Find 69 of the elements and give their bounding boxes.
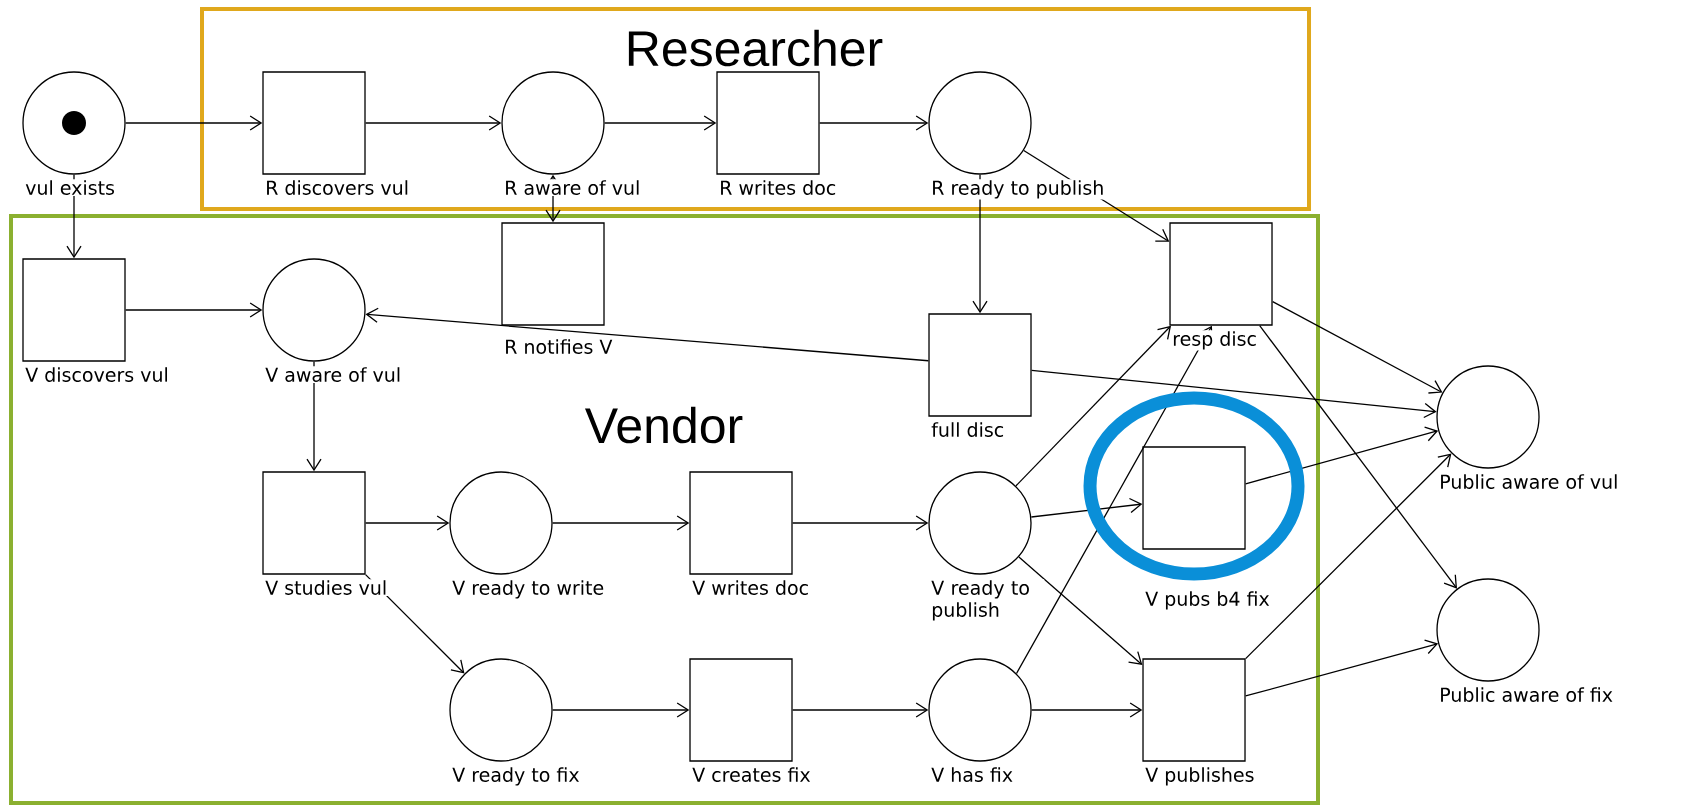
node-label: V creates fix — [691, 766, 812, 783]
transition-box — [1142, 658, 1246, 762]
node-label: V ready to publish — [930, 579, 1045, 622]
node-label: V studies vul — [264, 579, 389, 596]
transition-box — [689, 471, 793, 575]
transition-box — [262, 471, 366, 575]
arrow — [1015, 325, 1172, 487]
lane-title: Vendor — [585, 406, 743, 444]
node-label: V ready to fix — [451, 766, 581, 787]
node-label: V writes doc — [691, 579, 811, 596]
node-label: Public aware of vul — [1438, 473, 1620, 490]
node-label: V aware of vul — [264, 366, 403, 383]
lane-frame — [9, 214, 1320, 805]
arrow — [1031, 702, 1143, 718]
transition-box — [716, 71, 820, 175]
arrow — [1030, 497, 1143, 518]
place-circle — [1436, 365, 1540, 469]
arrow — [365, 307, 929, 362]
transition-box — [262, 71, 366, 175]
node-label: V pubs b4 fix — [1144, 590, 1271, 611]
arrow — [972, 174, 988, 314]
node-label: R writes doc — [718, 179, 838, 196]
arrow — [1245, 639, 1439, 697]
arrow — [819, 115, 929, 131]
node-label: R discovers vul — [264, 179, 410, 196]
arrow — [125, 115, 263, 131]
arrow — [1245, 426, 1439, 485]
arrow — [792, 702, 929, 718]
node-label: R aware of vul — [503, 179, 642, 196]
transition-box — [689, 658, 793, 762]
arrow — [125, 302, 263, 318]
transition-box — [1169, 222, 1273, 326]
arrow — [306, 361, 322, 472]
node-label: vul exists — [24, 179, 116, 196]
place-circle — [928, 71, 1032, 175]
arrow — [1272, 300, 1443, 394]
node-label: resp disc — [1171, 330, 1258, 351]
node-label: V ready to write — [451, 579, 606, 600]
place-circle — [928, 471, 1032, 575]
arrow — [1031, 369, 1437, 419]
place-circle — [501, 71, 605, 175]
place-circle — [1436, 578, 1540, 682]
node-label: V has fix — [930, 766, 1015, 783]
transition-box — [928, 313, 1032, 417]
node-label: V publishes — [1144, 766, 1256, 787]
arrow — [365, 515, 450, 531]
node-label: R notifies V — [503, 338, 614, 355]
node-label: V discovers vul — [24, 366, 170, 383]
transition-box — [501, 222, 605, 326]
place-circle — [449, 658, 553, 762]
node-label: Public aware of fix — [1438, 686, 1614, 703]
lane-frame — [200, 7, 1311, 211]
place-circle — [928, 658, 1032, 762]
arrow — [604, 115, 717, 131]
arrow — [365, 115, 502, 131]
arrow — [1018, 556, 1143, 665]
place-circle — [22, 71, 126, 175]
place-circle — [449, 471, 553, 575]
transition-box — [22, 258, 126, 362]
arrow — [552, 702, 690, 718]
arrow — [1259, 325, 1458, 589]
transition-box — [1142, 446, 1246, 550]
lane-title: Researcher — [628, 29, 883, 67]
node-label: R ready to publish — [930, 179, 1106, 200]
arrow — [792, 515, 929, 531]
place-circle — [262, 258, 366, 362]
arrow — [552, 515, 690, 531]
node-label: full disc — [930, 421, 1006, 438]
arrow — [1245, 453, 1452, 660]
